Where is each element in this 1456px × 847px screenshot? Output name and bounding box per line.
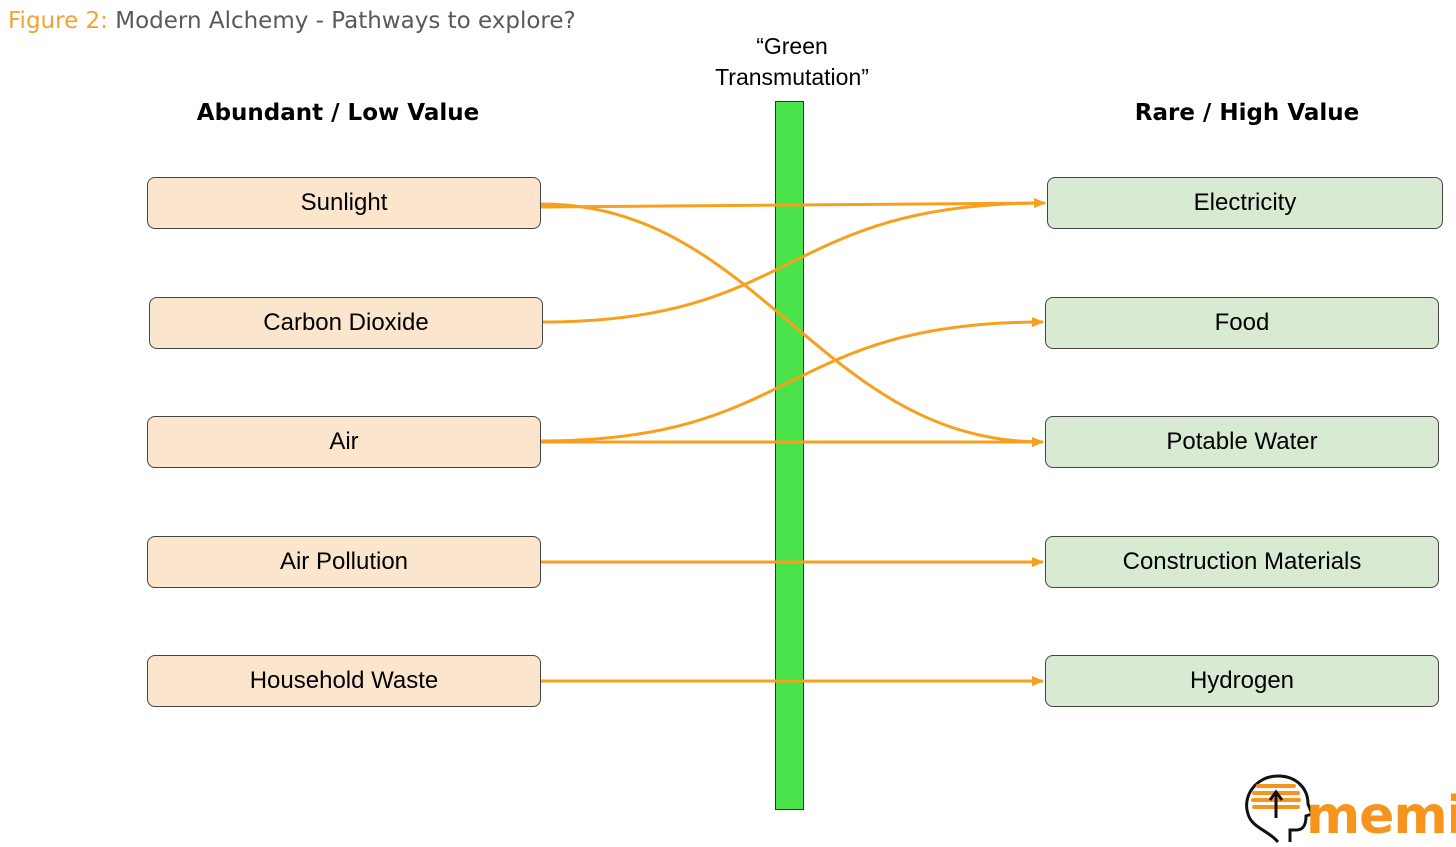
right-column-header: Rare / High Value (1134, 100, 1360, 126)
figure-title-text: Modern Alchemy - Pathways to explore? (115, 8, 576, 34)
source-node-sunlight: Sunlight (147, 177, 541, 229)
figure-label: Figure 2: (8, 8, 108, 34)
head-sunrise-logo-icon (1245, 774, 1314, 844)
barrier-label-line2: Transmutation” (715, 64, 869, 90)
source-node-air-pollution: Air Pollution (147, 536, 541, 588)
target-node-hydrogen: Hydrogen (1045, 655, 1439, 707)
memia-logo-text: memia (1306, 786, 1456, 846)
target-node-food: Food (1045, 297, 1439, 349)
barrier-label-line1: “Green (756, 33, 828, 59)
target-node-construction-materials: Construction Materials (1045, 536, 1439, 588)
source-node-carbon-dioxide: Carbon Dioxide (149, 297, 543, 349)
barrier-label: “Green Transmutation” (690, 31, 894, 93)
figure-title: Figure 2: Modern Alchemy - Pathways to e… (8, 8, 576, 34)
target-node-electricity: Electricity (1047, 177, 1443, 229)
left-column-header: Abundant / Low Value (196, 100, 480, 126)
source-node-household-waste: Household Waste (147, 655, 541, 707)
source-node-air: Air (147, 416, 541, 468)
target-node-potable-water: Potable Water (1045, 416, 1439, 468)
green-transmutation-bar (775, 101, 804, 810)
